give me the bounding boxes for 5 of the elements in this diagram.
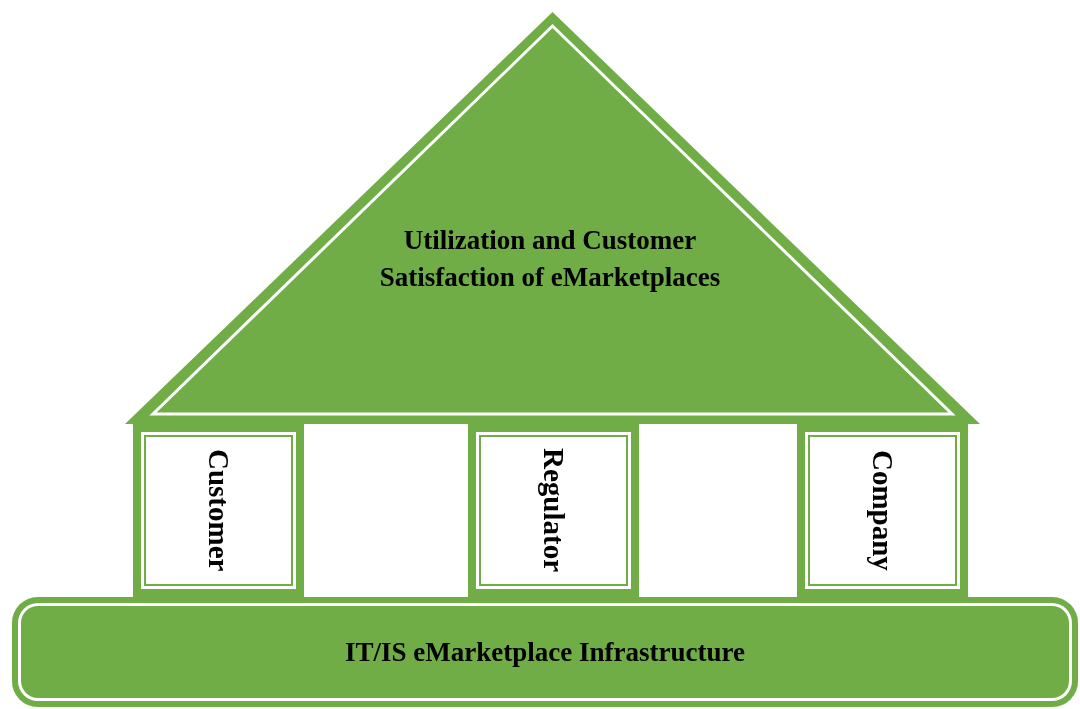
roof-triangle: Utilization and Customer Satisfaction of eMarketplaces xyxy=(125,12,980,424)
base-bar: IT/IS eMarketplace Infrastructure xyxy=(12,597,1078,707)
pillar-box: Regulator xyxy=(468,424,639,597)
pillar-box: Customer xyxy=(133,424,304,597)
pillar-box: Company xyxy=(797,424,968,597)
